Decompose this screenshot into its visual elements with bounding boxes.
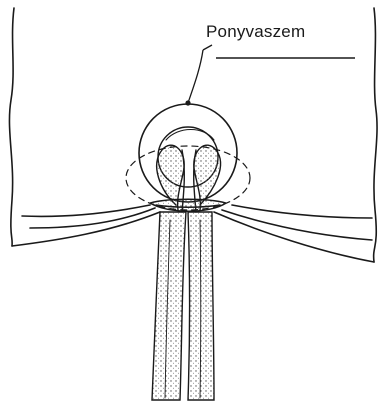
grommet-label: Ponyvaszem: [206, 22, 305, 42]
grommet-eyelet: [126, 104, 250, 210]
tie-rope: [152, 212, 214, 400]
callout-dot: [185, 100, 190, 105]
rope-knot: [150, 145, 226, 212]
callout-leader: [185, 45, 355, 106]
